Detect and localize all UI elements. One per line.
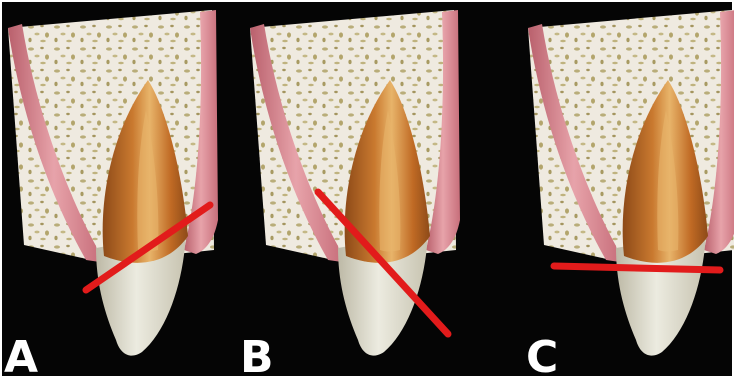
panel-label-b: B	[240, 332, 274, 378]
cut-line-c	[554, 266, 720, 270]
panel-label-c: C	[526, 332, 558, 378]
panel-label-a: A	[4, 332, 38, 378]
